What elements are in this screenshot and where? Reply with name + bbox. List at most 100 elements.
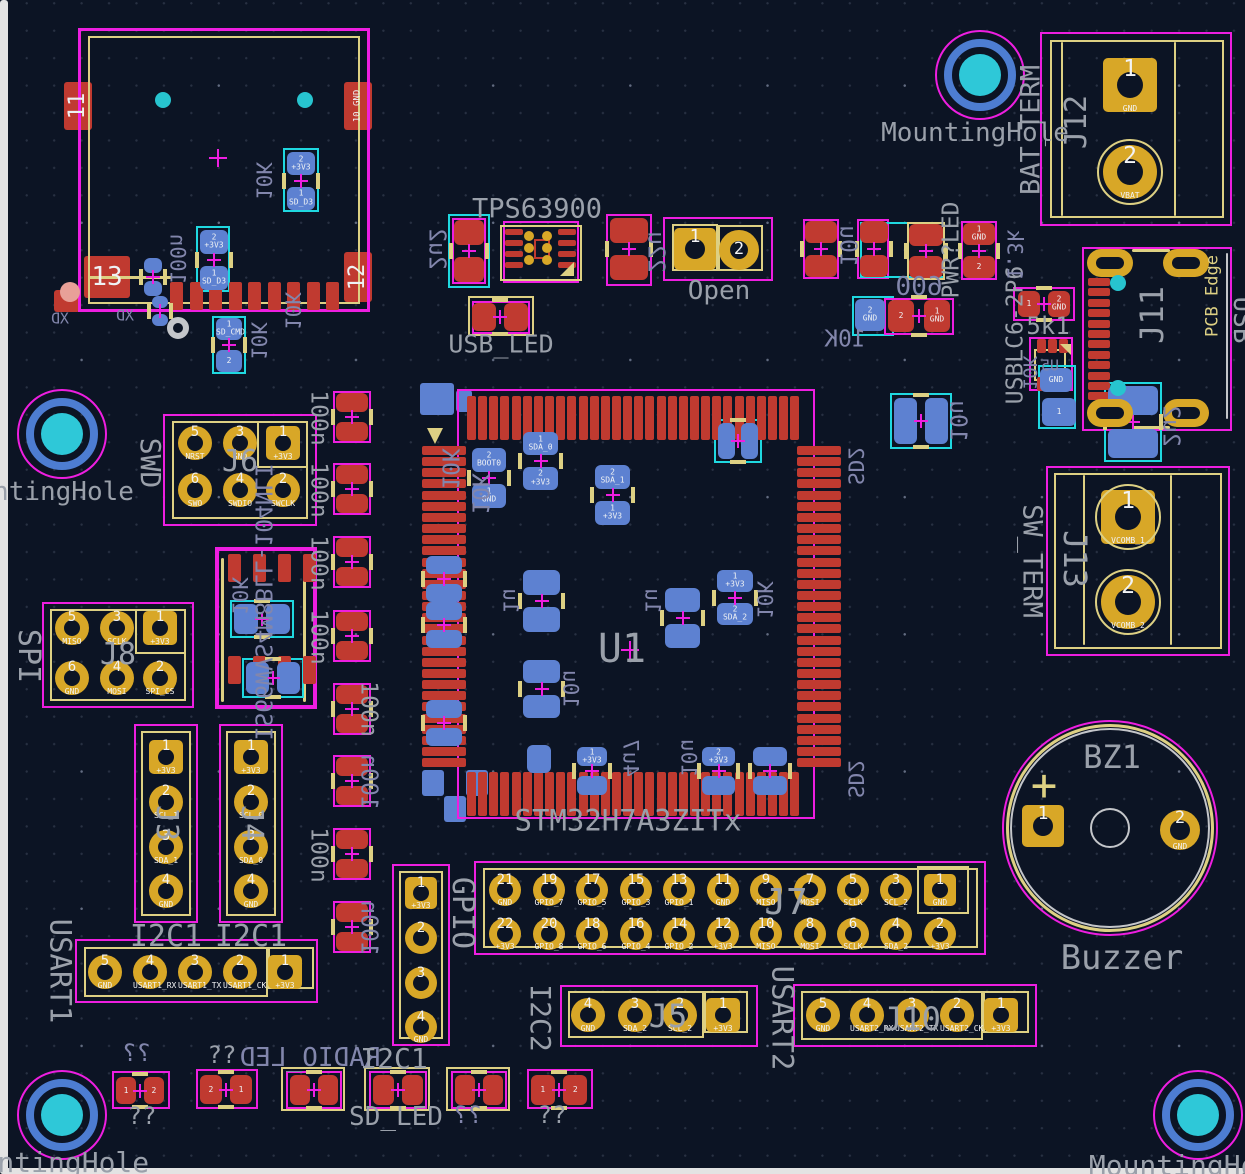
- smd-component-4[interactable]: [147, 296, 173, 326]
- padrow-6-pad-12[interactable]: [797, 579, 841, 589]
- padrow-5-pad-1[interactable]: [422, 457, 466, 467]
- padrow-4-pad-19[interactable]: [678, 772, 688, 816]
- padrow-5-pad-7[interactable]: [422, 524, 466, 534]
- padrow-4-pad-7[interactable]: [545, 772, 555, 816]
- padrow-8-pad-1[interactable]: [253, 554, 266, 582]
- padrow-3-pad-7[interactable]: [545, 396, 555, 440]
- padrow-5-pad-18[interactable]: [422, 646, 466, 656]
- padrow-0-pad-3[interactable]: [228, 282, 242, 310]
- padrow-3-pad-20[interactable]: [690, 396, 699, 440]
- th-pad-1[interactable]: 1+3V3: [143, 609, 177, 646]
- padrow-5-pad-6[interactable]: [422, 512, 466, 522]
- padrow-3-pad-10[interactable]: [578, 396, 588, 440]
- padrow-6-pad-18[interactable]: [797, 646, 841, 656]
- dot-via-1[interactable]: [155, 92, 171, 108]
- padrow-5-pad-5[interactable]: [422, 501, 466, 511]
- padrow-3-pad-6[interactable]: [533, 396, 543, 440]
- padrow-6-pad-14[interactable]: [797, 602, 841, 612]
- padrow-6-pad-4[interactable]: [797, 490, 841, 500]
- padrow-3-pad-3[interactable]: [500, 396, 510, 440]
- smd-component-39[interactable]: [331, 465, 373, 513]
- padrow-1-pad-3[interactable]: [505, 262, 523, 268]
- smd-component-34[interactable]: [290, 1070, 338, 1110]
- padrow-6-pad-28[interactable]: [797, 758, 841, 768]
- padrow-6-pad-26[interactable]: [797, 735, 841, 745]
- padrow-4-pad-15[interactable]: [634, 772, 644, 816]
- padrow-4-pad-6[interactable]: [533, 772, 543, 816]
- padrow-3-pad-16[interactable]: [645, 396, 655, 440]
- padrow-6-pad-22[interactable]: [797, 691, 841, 701]
- mounting-hole-0[interactable]: [935, 30, 1025, 120]
- padrow-4-pad-5[interactable]: [522, 772, 532, 816]
- smd-component-22[interactable]: 2 +3V3: [697, 747, 740, 795]
- padrow-0-pad-8[interactable]: [326, 282, 339, 310]
- padrow-9-pad-0[interactable]: [228, 656, 241, 684]
- padrow-6-pad-11[interactable]: [797, 568, 841, 578]
- dot-via-4[interactable]: [1110, 380, 1126, 396]
- smd-component-3[interactable]: [139, 258, 167, 296]
- padrow-4-pad-9[interactable]: [567, 772, 577, 816]
- smd-component-31[interactable]: [246, 657, 300, 699]
- mounting-hole-3[interactable]: [1153, 1070, 1243, 1160]
- th-pad-12[interactable]: 12+3V3: [707, 916, 739, 951]
- padrow-5-pad-19[interactable]: [422, 657, 466, 667]
- padrow-3-pad-5[interactable]: [522, 396, 532, 440]
- padrow-6-pad-6[interactable]: [797, 512, 841, 522]
- padrow-6-pad-1[interactable]: [797, 457, 841, 467]
- th-pad-1[interactable]: 1+3V3: [149, 738, 183, 775]
- padrow-6-pad-15[interactable]: [797, 613, 841, 623]
- padrow-2-pad-1[interactable]: [558, 240, 576, 246]
- smd-component-23[interactable]: [748, 747, 792, 795]
- padrow-4-pad-12[interactable]: [600, 772, 610, 816]
- smd-component-27[interactable]: [718, 418, 758, 464]
- smd-component-7[interactable]: [472, 298, 528, 336]
- padrow-7-pad-9[interactable]: [1088, 371, 1110, 380]
- padrow-3-pad-9[interactable]: [567, 396, 577, 440]
- smd-component-28[interactable]: [894, 393, 948, 449]
- smd-single-2[interactable]: 2 GND: [855, 299, 885, 331]
- padrow-0-pad-0[interactable]: [170, 282, 183, 310]
- padrow-5-pad-3[interactable]: [422, 479, 466, 489]
- padrow-10-pad-1[interactable]: [1048, 339, 1057, 353]
- padrow-5-pad-27[interactable]: [422, 747, 466, 757]
- padrow-6-pad-10[interactable]: [797, 557, 841, 567]
- padrow-5-pad-21[interactable]: [422, 680, 466, 690]
- padrow-5-pad-22[interactable]: [422, 691, 466, 701]
- padrow-6-pad-24[interactable]: [797, 713, 841, 723]
- padrow-4-pad-4[interactable]: [511, 772, 521, 816]
- padrow-7-pad-5[interactable]: [1088, 330, 1110, 338]
- padrow-3-pad-14[interactable]: [623, 396, 633, 440]
- padrow-4-pad-8[interactable]: [556, 772, 566, 816]
- smd-component-19[interactable]: [660, 588, 705, 648]
- smd-component-6[interactable]: [605, 218, 653, 280]
- padrow-0-pad-6[interactable]: [287, 282, 300, 310]
- padrow-1-pad-0[interactable]: [505, 229, 523, 235]
- th-pad-3[interactable]: 3: [405, 965, 437, 999]
- padrow-6-pad-20[interactable]: [797, 669, 841, 678]
- smd-single-0[interactable]: GND: [1040, 368, 1072, 392]
- padrow-4-pad-16[interactable]: [645, 772, 655, 816]
